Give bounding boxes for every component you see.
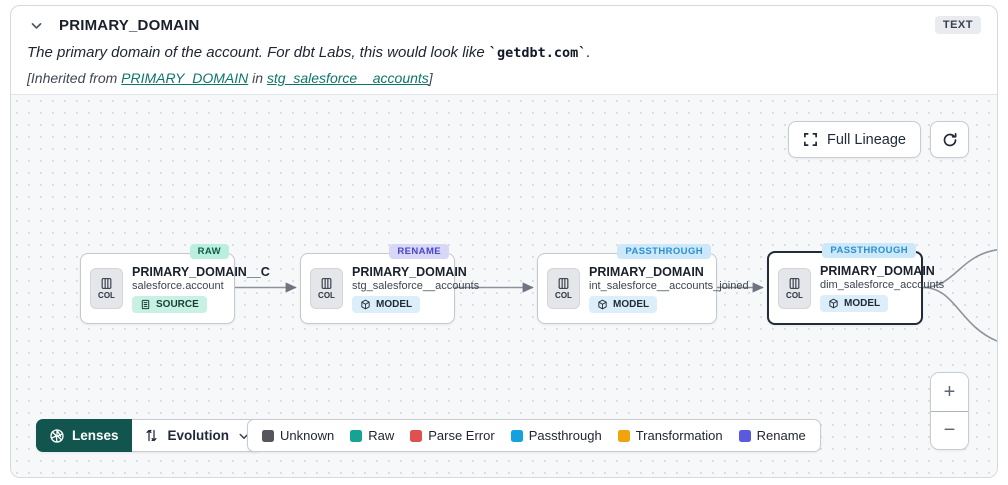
aperture-icon <box>50 428 64 443</box>
node-resource-type-badge: MODEL <box>589 295 658 313</box>
node-column-name: PRIMARY_DOMAIN <box>820 264 935 278</box>
lenses-button[interactable]: Lenses <box>36 419 132 452</box>
refresh-button[interactable] <box>930 121 969 158</box>
column-type-badge: TEXT <box>934 16 981 34</box>
zoom-in-button[interactable]: + <box>931 373 968 411</box>
node-model-name: stg_salesforce__accounts <box>352 279 480 292</box>
edge-type-badge: RAW <box>189 244 229 259</box>
legend-item-raw: Raw <box>350 428 394 443</box>
edge-type-badge: RENAME <box>389 244 449 259</box>
lens-select-dropdown[interactable]: Evolution <box>131 419 264 452</box>
column-icon: COL <box>90 268 123 309</box>
zoom-out-button[interactable]: − <box>931 411 968 449</box>
evolution-icon <box>146 429 157 442</box>
collapse-chevron-icon[interactable] <box>27 16 45 34</box>
node-resource-type-badge: MODEL <box>820 295 889 312</box>
zoom-controls: + − <box>930 372 969 450</box>
legend-swatch <box>510 429 523 442</box>
chevron-down-icon <box>239 433 249 439</box>
page-title: PRIMARY_DOMAIN <box>59 16 200 34</box>
node-model-name: salesforce.account <box>132 279 224 292</box>
inherited-column-link[interactable]: PRIMARY_DOMAIN <box>121 70 249 86</box>
column-icon: COL <box>547 268 580 309</box>
description-code: `getdbt.com` <box>488 45 587 61</box>
legend-item-unknown: Unknown <box>262 428 334 443</box>
refresh-icon <box>943 132 956 146</box>
legend-swatch <box>262 429 274 442</box>
node-model-name: dim_salesforce_accounts <box>820 279 945 291</box>
legend-swatch <box>738 429 751 442</box>
legend-item-parse-error: Parse Error <box>410 428 495 443</box>
column-icon: COL <box>778 267 811 309</box>
column-lineage-panel: PRIMARY_DOMAIN TEXT The primary domain o… <box>10 5 998 478</box>
selected-lens-label: Evolution <box>167 428 230 443</box>
header: PRIMARY_DOMAIN TEXT The primary domain o… <box>11 6 997 86</box>
legend-item-rename: Rename <box>738 428 806 443</box>
column-description: The primary domain of the account. For d… <box>27 44 591 61</box>
legend-item-passthrough: Passthrough <box>510 428 602 443</box>
expand-icon <box>804 133 817 146</box>
legend-swatch <box>410 429 423 442</box>
legend-item-transformation: Transformation <box>617 428 723 443</box>
node-column-name: PRIMARY_DOMAIN <box>589 264 704 279</box>
legend-swatch <box>617 429 630 442</box>
column-icon: COL <box>310 268 343 309</box>
inherited-note: [Inherited from PRIMARY_DOMAIN in stg_sa… <box>27 70 433 86</box>
lineage-edges <box>235 249 997 342</box>
inherited-model-link[interactable]: stg_salesforce__accounts <box>266 70 429 86</box>
edge-type-badge: PASSTHROUGH <box>822 243 916 258</box>
node-model-name: int_salesforce__accounts_joined <box>589 279 749 292</box>
lens-legend: Unknown Raw Parse Error Passthrough Transfor… <box>247 419 821 452</box>
legend-swatch <box>350 429 363 442</box>
full-lineage-button[interactable]: Full Lineage <box>788 121 921 158</box>
node-resource-type-badge: MODEL <box>352 295 421 313</box>
lenses-control: Lenses Evolution <box>36 419 264 452</box>
node-resource-type-badge: SOURCE <box>132 295 207 313</box>
node-column-name: PRIMARY_DOMAIN <box>352 264 467 279</box>
node-column-name: PRIMARY_DOMAIN__C <box>132 264 270 279</box>
edge-type-badge: PASSTHROUGH <box>617 244 711 259</box>
